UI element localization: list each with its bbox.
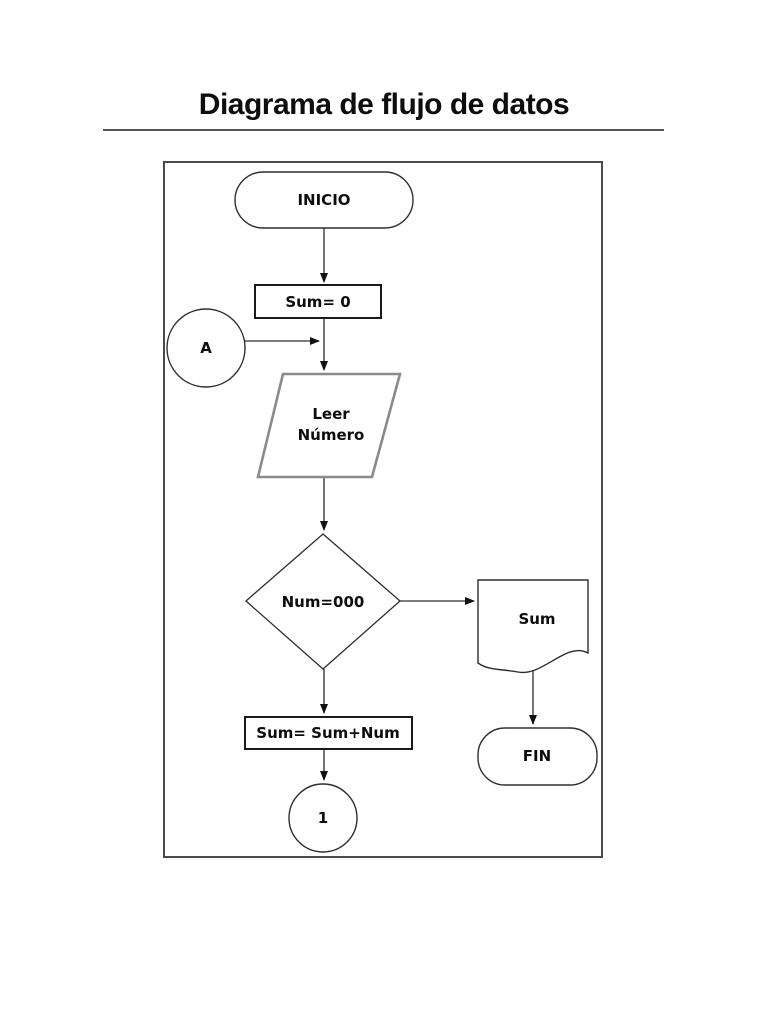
node-init-sum-process: Sum= 0 [254,284,382,319]
flowchart-frame: INICIO Sum= 0 A Leer Número Num=000 [163,161,603,858]
node-print-sum-document: Sum [477,579,589,674]
node-connector-1: 1 [288,783,358,853]
node-decision-label: Num=000 [282,593,365,611]
title-underline [103,129,664,131]
node-end-terminator: FIN [477,727,598,786]
node-start-label: INICIO [297,191,350,209]
node-start-terminator: INICIO [234,171,414,229]
node-init-sum-label: Sum= 0 [285,293,350,311]
node-connector-a-label: A [200,339,212,357]
node-accumulate-label: Sum= Sum+Num [256,724,399,742]
node-decision-diamond: Num=000 [245,533,401,670]
page-title: Diagrama de flujo de datos [198,88,570,121]
node-read-number-input: Leer Número [256,372,402,479]
flowchart-canvas: INICIO Sum= 0 A Leer Número Num=000 [166,171,598,853]
node-read-number-line1: Leer [312,405,350,423]
node-read-number-line2: Número [298,426,365,444]
node-accumulate-process: Sum= Sum+Num [244,716,413,750]
flow-edges [245,228,537,781]
node-connector-a: A [166,308,246,388]
node-print-sum-label: Sum [518,610,555,628]
node-end-label: FIN [523,747,551,765]
node-connector-1-label: 1 [318,809,328,827]
